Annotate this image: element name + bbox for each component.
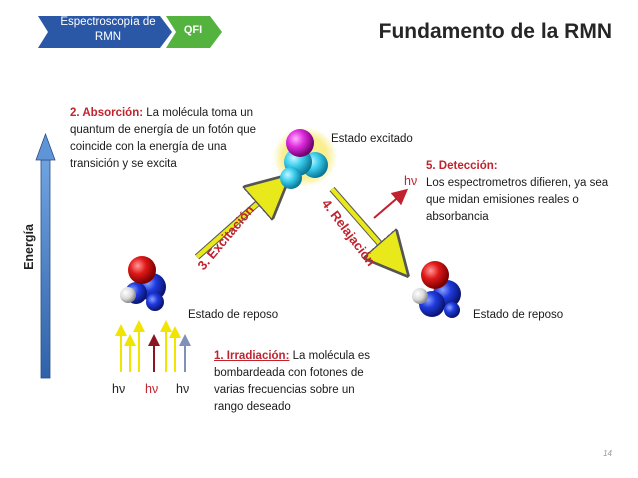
photon-label-2: hν	[145, 382, 159, 396]
photon-label-1: hν	[112, 382, 126, 396]
energy-axis-label: Energía	[21, 224, 36, 270]
absorption-heading: 2. Absorción:	[70, 107, 144, 119]
ground-state-right-label: Estado de reposo	[473, 309, 564, 321]
detection-heading: 5. Detección:	[426, 160, 498, 172]
detection-text: Los espectrometros difieren, ya sea que …	[426, 177, 609, 223]
emission-hv-label: hν	[404, 174, 418, 188]
emission-arrow	[373, 188, 409, 219]
photon-label-3: hν	[176, 382, 190, 396]
irradiation-block: 1. Irradiación: La molécula es bombardea…	[214, 348, 374, 416]
breadcrumb-chevron-1[interactable]	[38, 16, 172, 48]
ground-molecule-left	[120, 256, 166, 311]
relaxation-arrow	[330, 187, 394, 260]
excitation-arrow	[195, 189, 274, 259]
breadcrumb-item-2[interactable]: QFI	[183, 24, 203, 36]
page-number: 14	[603, 449, 612, 458]
irradiation-text: La molécula es bombardeada con fotones d…	[214, 350, 370, 413]
absorption-block: 2. Absorción: La molécula toma un quantu…	[70, 105, 262, 173]
photon-arrows	[115, 320, 191, 372]
breadcrumb-chevron-2[interactable]	[166, 16, 222, 48]
detection-block: 5. Detección: Los espectrometros difiere…	[426, 158, 622, 226]
excited-molecule	[273, 127, 337, 189]
energy-arrow	[35, 132, 56, 379]
breadcrumb-item-1[interactable]: Espectroscopía de RMN	[60, 16, 156, 43]
excited-state-label: Estado excitado	[331, 133, 413, 145]
absorption-text: La molécula toma un quantum de energía d…	[70, 107, 257, 170]
ground-state-left-label: Estado de reposo	[188, 309, 279, 321]
irradiation-heading: 1. Irradiación:	[214, 350, 290, 362]
breadcrumb	[38, 16, 222, 48]
slide-title: Fundamento de la RMN	[378, 20, 612, 43]
ground-molecule-right	[412, 261, 461, 318]
